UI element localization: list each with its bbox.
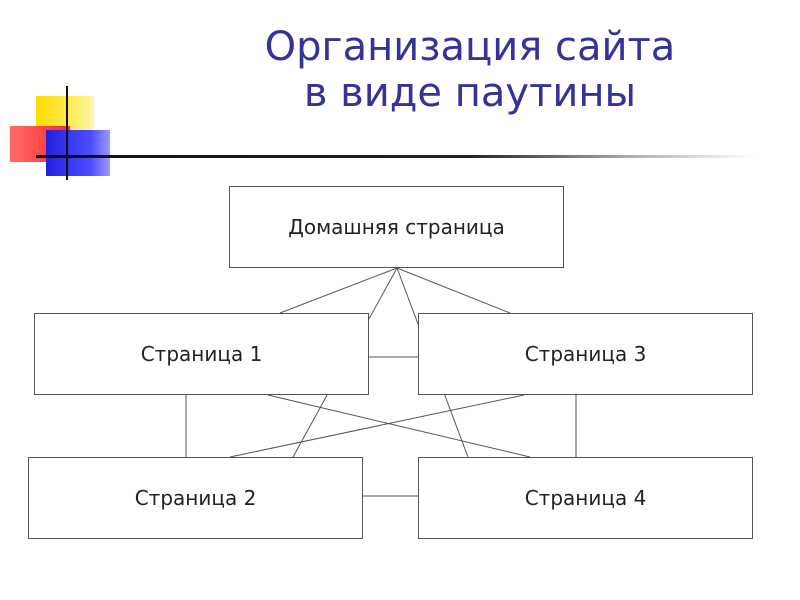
node-home-page: Домашняя страница <box>229 186 564 268</box>
title-line-2: в виде паутины <box>303 70 637 116</box>
node-home-label: Домашняя страница <box>288 215 505 239</box>
node-page-1: Страница 1 <box>34 313 369 395</box>
node-page-2: Страница 2 <box>28 457 363 539</box>
title-underline <box>36 155 756 158</box>
edge-home-page1 <box>279 267 398 314</box>
logo-vertical-line <box>66 86 68 180</box>
edge-home-page3 <box>396 267 511 314</box>
node-page-2-label: Страница 2 <box>134 486 257 510</box>
blue-square <box>46 130 110 176</box>
node-page-3: Страница 3 <box>418 313 753 395</box>
colored-squares-logo-icon <box>0 0 800 200</box>
node-page-4: Страница 4 <box>418 457 753 539</box>
edge-page3-page2 <box>229 394 525 458</box>
edge-page1-page4 <box>267 394 531 458</box>
slide-title: Организация сайта в виде паутины <box>200 24 740 116</box>
title-line-1: Организация сайта <box>264 24 676 70</box>
node-page-4-label: Страница 4 <box>524 486 647 510</box>
node-page-1-label: Страница 1 <box>140 342 263 366</box>
node-page-3-label: Страница 3 <box>524 342 647 366</box>
